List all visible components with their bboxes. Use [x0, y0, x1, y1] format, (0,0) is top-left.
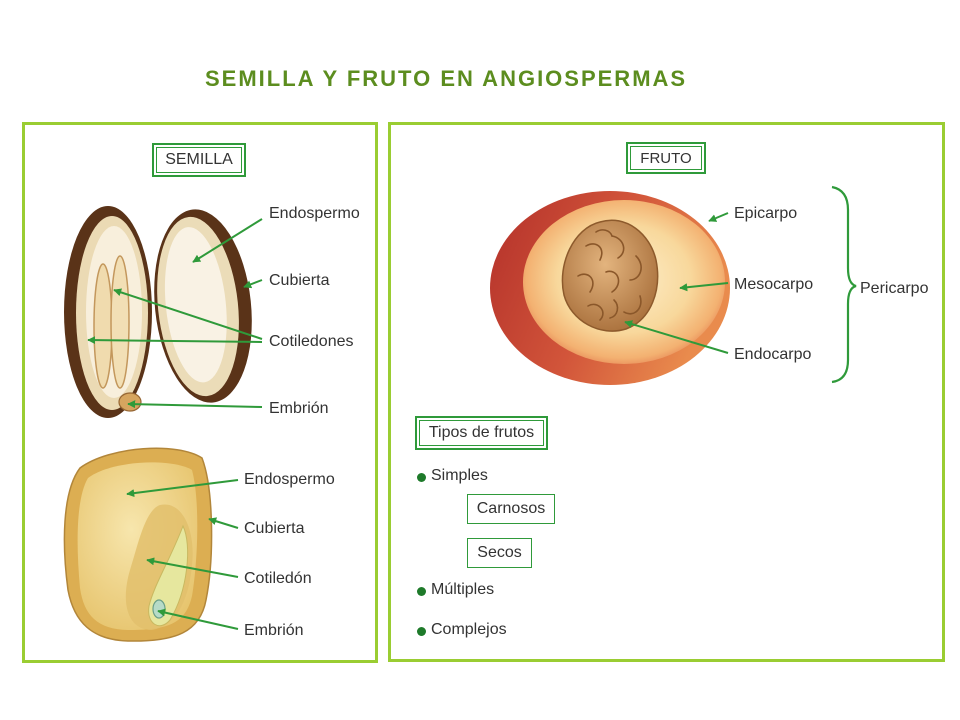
endocarp-label: Endocarpo	[734, 346, 812, 363]
fruit-panel	[388, 122, 945, 662]
fruit-subtype-fleshy: Carnosos	[476, 500, 546, 517]
bean-coat-label: Cubierta	[269, 272, 330, 289]
seed-heading: SEMILLA	[165, 151, 233, 168]
bean-embryo-label: Embrión	[269, 400, 329, 417]
bean-cotyledons-label: Cotiledones	[269, 333, 354, 350]
bullet-icon	[417, 473, 426, 482]
corn-embryo-label: Embrión	[244, 622, 304, 639]
seed-panel	[22, 122, 378, 663]
corn-endosperm-label: Endospermo	[244, 471, 335, 488]
mesocarp-label: Mesocarpo	[734, 276, 814, 293]
fruit-subtype-box-fleshy: Carnosos	[467, 494, 555, 524]
fruit-heading: FRUTO	[640, 149, 692, 167]
corn-coat-label: Cubierta	[244, 520, 305, 537]
fruit-heading-box: FRUTO	[626, 142, 706, 174]
page-title: SEMILLA Y FRUTO EN ANGIOSPERMAS	[205, 66, 688, 91]
fruit-type-multiple: Múltiples	[431, 581, 495, 598]
fruit-type-complex: Complejos	[431, 621, 507, 638]
epicarp-label: Epicarpo	[734, 205, 798, 222]
fruit-subtype-box-dry: Secos	[467, 538, 532, 568]
bean-endosperm-label: Endospermo	[269, 205, 360, 222]
corn-cotyledon-label: Cotiledón	[244, 570, 312, 587]
fruit-types-heading: Tipos de frutos	[428, 424, 535, 441]
bullet-icon	[417, 627, 426, 636]
fruit-type-simple: Simples	[431, 467, 488, 484]
pericarp-label: Pericarpo	[860, 280, 929, 297]
fruit-types-heading-box: Tipos de frutos	[415, 416, 548, 450]
bullet-icon	[417, 587, 426, 596]
fruit-subtype-dry: Secos	[477, 544, 522, 561]
seed-heading-box: SEMILLA	[152, 143, 246, 177]
